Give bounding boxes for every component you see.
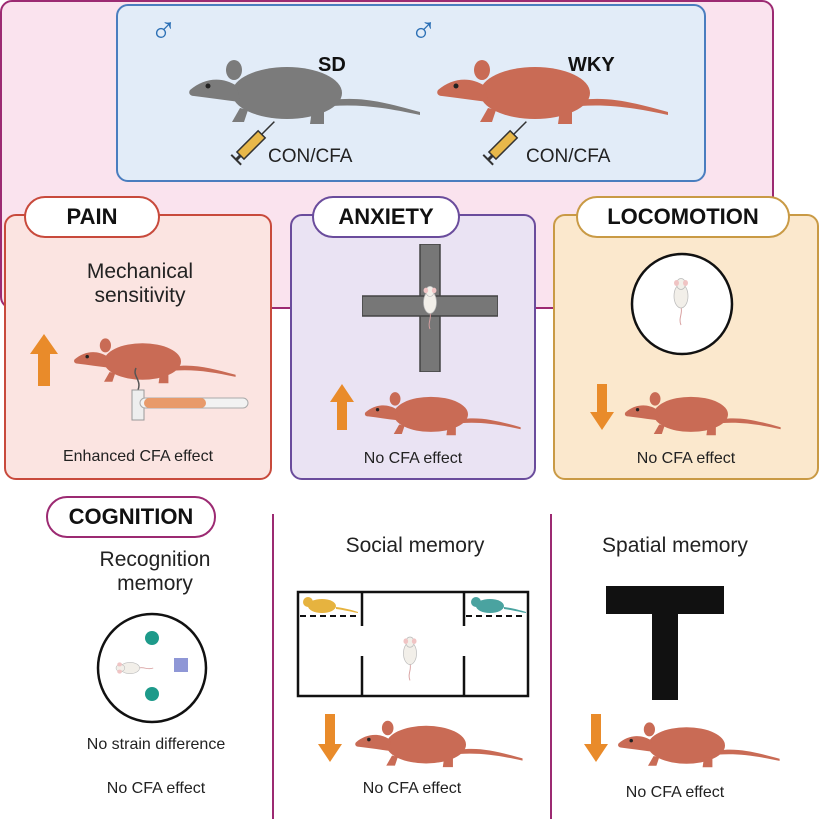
wky-rat-icon <box>620 384 782 438</box>
elevated-plus-maze-icon <box>362 244 498 372</box>
wky-rat-icon <box>350 712 524 770</box>
anxiety-result: No CFA effect <box>363 450 463 467</box>
von-frey-filament-icon <box>131 367 249 421</box>
pain-pill: PAIN <box>24 196 160 238</box>
locomotion-result: No CFA effect <box>636 450 736 467</box>
social-result: No CFA effect <box>362 780 462 797</box>
anxiety-pill: ANXIETY <box>312 196 460 238</box>
male-symbol-wky: ♂ <box>410 8 437 49</box>
open-field-arena-icon <box>630 252 734 356</box>
male-symbol-sd: ♂ <box>150 8 177 49</box>
wky-rat-icon <box>612 714 782 770</box>
treatment-label-sd: CON/CFA <box>268 146 353 167</box>
down-arrow-icon <box>318 714 342 762</box>
t-maze-icon <box>606 586 724 700</box>
three-chamber-apparatus-icon <box>296 590 530 698</box>
novel-object-arena-icon <box>96 612 208 724</box>
pain-title: Mechanical sensitivity <box>86 260 194 307</box>
down-arrow-icon <box>584 714 608 762</box>
down-arrow-icon <box>590 384 614 430</box>
treatment-label-wky: CON/CFA <box>526 146 611 167</box>
strain-label-sd: SD <box>318 54 346 76</box>
up-arrow-icon <box>330 384 354 430</box>
cognition-pill: COGNITION <box>46 496 216 538</box>
recognition-strain-note: No strain difference <box>86 736 226 753</box>
recognition-result: No CFA effect <box>106 780 206 797</box>
cognition-divider <box>272 514 274 819</box>
wky-rat-icon <box>360 384 522 438</box>
anxiety-panel <box>290 214 536 480</box>
cognition-divider <box>550 514 552 819</box>
up-arrow-icon <box>30 334 58 386</box>
wky-rat-icon <box>430 48 670 128</box>
syringe-icon-wky <box>482 121 527 166</box>
syringe-icon-sd <box>230 121 275 166</box>
spatial-title: Spatial memory <box>602 534 748 557</box>
pain-result: Enhanced CFA effect <box>62 448 214 465</box>
strain-label-wky: WKY <box>568 54 615 76</box>
locomotion-pill: LOCOMOTION <box>576 196 790 238</box>
spatial-result: No CFA effect <box>625 784 725 801</box>
sd-rat-icon <box>182 48 422 128</box>
social-title: Social memory <box>345 534 485 557</box>
recognition-title: Recognition memory <box>99 548 211 595</box>
